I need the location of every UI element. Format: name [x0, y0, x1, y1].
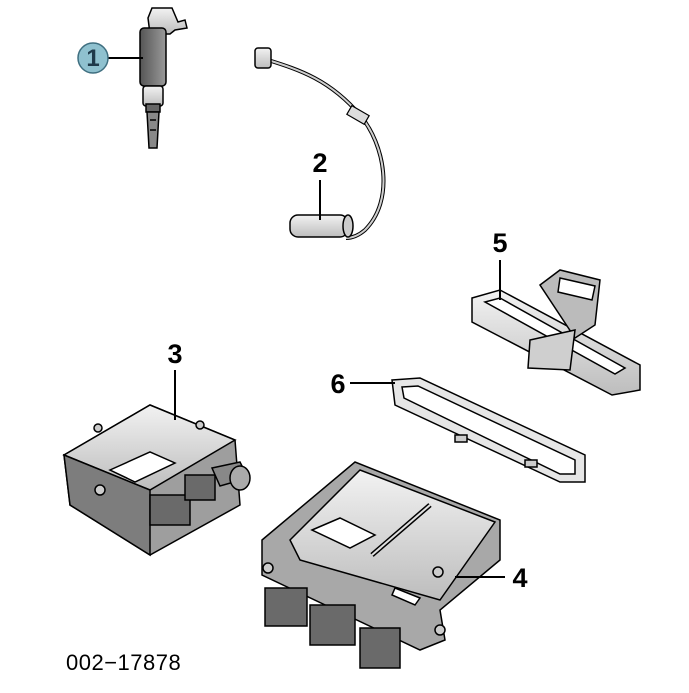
callout-6-label[interactable]: 6	[330, 369, 345, 399]
callout-1-label: 1	[86, 45, 99, 72]
part-5-mounting-bracket	[471, 269, 641, 396]
part-1-ignition-coil	[139, 7, 188, 149]
part-3-control-module	[62, 404, 251, 557]
part-2-sensor-cable	[254, 47, 386, 240]
callout-3-label[interactable]: 3	[167, 339, 182, 369]
callout-4-label[interactable]: 4	[512, 563, 527, 593]
figure-id: 002−17878	[66, 650, 182, 675]
callout-5-label[interactable]: 5	[492, 228, 507, 258]
part-6-gasket-frame	[391, 377, 586, 483]
leader-lines	[107, 57, 505, 578]
part-4-engine-control-module	[261, 461, 501, 669]
callout-1-highlight	[77, 42, 109, 74]
callout-2-label[interactable]: 2	[312, 148, 327, 178]
callout-1[interactable]: 1	[77, 42, 109, 74]
